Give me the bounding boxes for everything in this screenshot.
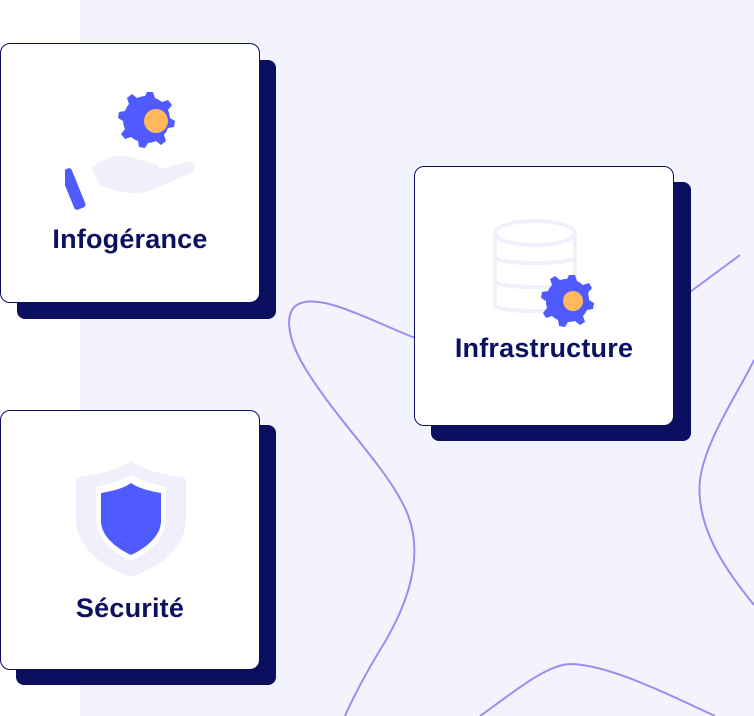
card-label: Sécurité <box>75 593 185 623</box>
card-infogerance[interactable]: Infogérance <box>0 43 277 320</box>
database-gear-icon <box>493 219 594 327</box>
card-body: Infogérance <box>0 43 260 303</box>
shield-icon <box>76 461 186 577</box>
hand-gear-icon <box>65 92 195 210</box>
card-label: Infogérance <box>52 224 208 254</box>
card-label: Infrastructure <box>454 333 634 363</box>
card-securite[interactable]: Sécurité <box>0 410 277 687</box>
card-infrastructure[interactable]: Infrastructure <box>414 166 691 443</box>
card-body: Infrastructure <box>414 166 674 426</box>
card-body: Sécurité <box>0 410 260 670</box>
